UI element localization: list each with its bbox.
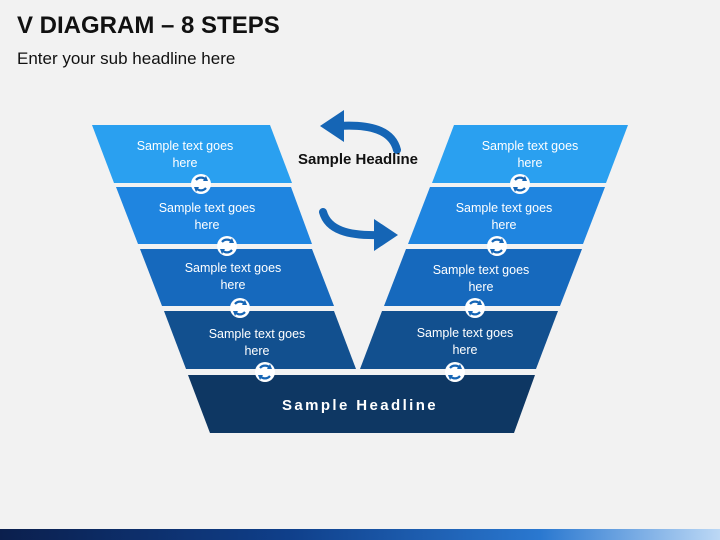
left-step-2-line1: Sample text goes: [159, 201, 256, 215]
right-step-3-line2: here: [468, 280, 493, 294]
left-step-2: Sample text goes here: [116, 187, 312, 244]
base-step-shape: [188, 375, 535, 433]
left-step-3-line2: here: [220, 278, 245, 292]
cycle-arrows-icon: [253, 360, 277, 384]
right-step-3-line1: Sample text goes: [433, 263, 530, 277]
cycle-arrows-icon: [485, 234, 509, 258]
left-step-2-line2: here: [194, 218, 219, 232]
left-step-1-line2: here: [172, 156, 197, 170]
center-headline-group: Sample Headline: [298, 110, 418, 251]
arrowhead-right-icon: [374, 219, 398, 251]
right-step-4-line1: Sample text goes: [417, 326, 514, 340]
right-step-1: Sample text goes here: [432, 125, 628, 183]
curved-arrow-back-icon: [334, 121, 401, 154]
right-step-4: Sample text goes here: [360, 311, 558, 369]
right-step-3-shape: [384, 249, 582, 306]
right-step-1-shape: [432, 125, 628, 183]
right-step-2-line1: Sample text goes: [456, 201, 553, 215]
left-step-2-shape: [116, 187, 312, 244]
left-step-4-line1: Sample text goes: [209, 327, 306, 341]
base-step-label: Sample Headline: [282, 397, 438, 414]
right-step-2-line2: here: [491, 218, 516, 232]
arrowhead-left-icon: [320, 110, 344, 142]
page-subtitle: Enter your sub headline here: [17, 49, 236, 68]
right-step-2: Sample text goes here: [408, 187, 605, 244]
right-step-4-shape: [360, 311, 558, 369]
cycle-arrows-icon: [215, 234, 239, 258]
cycle-arrows-icon: [228, 296, 252, 320]
left-step-4: Sample text goes here: [164, 311, 356, 369]
right-step-3: Sample text goes here: [384, 249, 582, 306]
center-headline: Sample Headline: [298, 151, 418, 168]
right-step-2-shape: [408, 187, 605, 244]
right-step-1-line2: here: [517, 156, 542, 170]
base-step: Sample Headline: [188, 375, 535, 433]
left-step-3-line1: Sample text goes: [185, 261, 282, 275]
cycle-arrows-icon: [189, 172, 213, 196]
left-step-1-line1: Sample text goes: [137, 139, 234, 153]
cycle-arrows-icon: [443, 360, 467, 384]
cycle-arrows-icon: [463, 296, 487, 320]
curved-arrow-forward-icon: [319, 208, 384, 240]
right-step-1-line1: Sample text goes: [482, 139, 579, 153]
right-step-4-line2: here: [452, 343, 477, 357]
left-step-4-shape: [164, 311, 356, 369]
left-step-3-shape: [140, 249, 334, 306]
left-step-1-shape: [92, 125, 292, 183]
cycle-arrows-icon: [508, 172, 532, 196]
left-step-4-line2: here: [244, 344, 269, 358]
page-title: V DIAGRAM – 8 STEPS: [17, 12, 280, 39]
left-step-3: Sample text goes here: [140, 249, 334, 306]
left-step-1: Sample text goes here: [92, 125, 292, 183]
footer-gradient-bar: [0, 529, 720, 540]
